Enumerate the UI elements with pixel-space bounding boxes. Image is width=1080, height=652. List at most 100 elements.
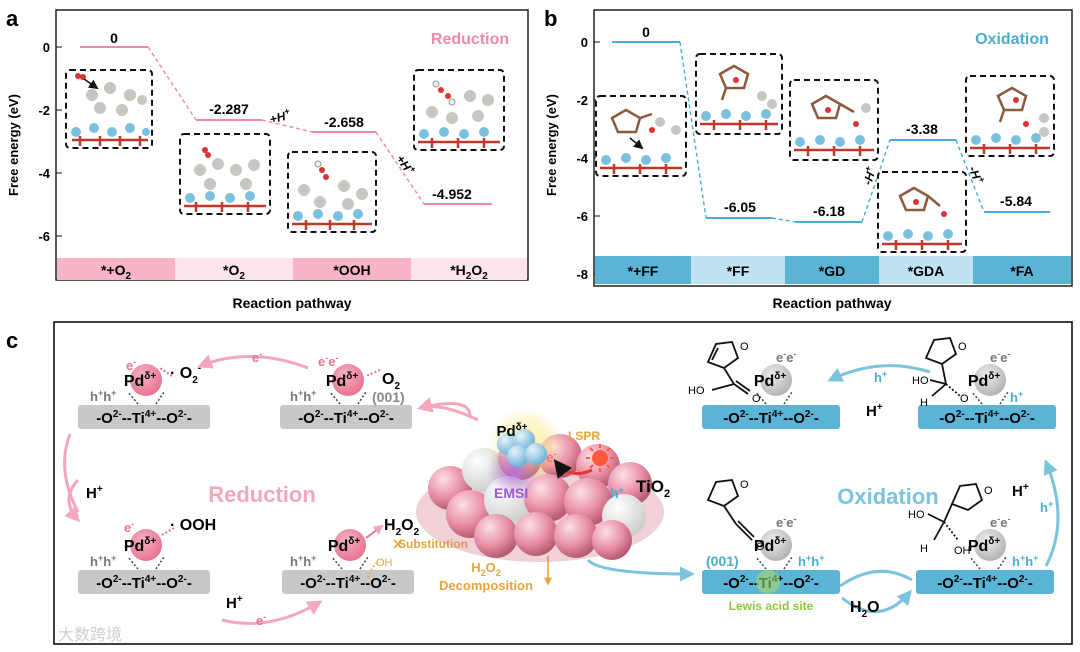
proton-label: +H+ bbox=[393, 151, 419, 178]
svg-text:HO: HO bbox=[688, 385, 705, 397]
panel-a-ytick: 0 bbox=[43, 40, 50, 55]
svg-text:h+h+: h+h+ bbox=[798, 553, 824, 569]
svg-text:h+h+: h+h+ bbox=[90, 553, 116, 569]
svg-text:e-e-: e-e- bbox=[318, 353, 338, 369]
panel-b: b 0 -2 -4 -6 -8 Free energy (eV) Reactio… bbox=[544, 6, 1072, 311]
svg-text:e-: e- bbox=[124, 519, 134, 535]
svg-text:e-: e- bbox=[256, 612, 266, 628]
oxidation-label: Oxidation bbox=[837, 484, 938, 509]
svg-text:H: H bbox=[920, 543, 928, 555]
svg-text:-O2---Ti4+--O2--: -O2---Ti4+--O2-- bbox=[96, 409, 192, 427]
svg-text:-O2---Ti4+--O2--: -O2---Ti4+--O2-- bbox=[300, 574, 396, 592]
reduction-site-1: -O2---Ti4+--O2-- Pdδ+ e- h+h+ · O2- bbox=[78, 357, 210, 429]
energy-label: -6.05 bbox=[724, 199, 756, 215]
structure-box bbox=[288, 152, 376, 232]
step-label: *+FF bbox=[628, 263, 659, 279]
panel-a-ytick: -2 bbox=[38, 103, 50, 118]
step-label: *FA bbox=[1010, 263, 1033, 279]
svg-text:H: H bbox=[920, 397, 928, 409]
structure-box bbox=[180, 134, 270, 214]
panel-b-ytick: -6 bbox=[576, 209, 588, 224]
panel-a-letter: a bbox=[6, 6, 19, 31]
oxidation-site-3: -O2---Ti4+--O2-- Pdδ+ e-e- h+h+ (001) Le… bbox=[702, 479, 840, 613]
energy-label: -2.287 bbox=[209, 101, 249, 117]
svg-text:-O2---Ti4+--O2--: -O2---Ti4+--O2-- bbox=[939, 409, 1035, 427]
panel-b-letter: b bbox=[544, 6, 557, 31]
proton-label: H+ bbox=[86, 484, 103, 502]
lewis-site-highlight bbox=[756, 570, 780, 594]
svg-text:O: O bbox=[752, 393, 761, 405]
panel-b-ytick: -4 bbox=[576, 151, 588, 166]
oxidation-site-1: -O2---Ti4+--O2-- Pdδ+ e-e- O HO O bbox=[688, 341, 840, 429]
energy-label: 0 bbox=[642, 24, 650, 40]
panel-a-title: Reduction bbox=[431, 31, 509, 48]
svg-text:OH: OH bbox=[376, 557, 393, 569]
structure-box bbox=[414, 70, 504, 150]
oxidation-site-2: -O2---Ti4+--O2-- Pdδ+ e-e- h+ O HO H O bbox=[912, 338, 1056, 429]
proton-label: H+ bbox=[866, 402, 883, 420]
reduction-label: Reduction bbox=[208, 482, 316, 507]
structure-box bbox=[66, 70, 152, 148]
svg-text:h+h+: h+h+ bbox=[90, 388, 116, 404]
panel-c: c -O2---Ti4+--O2-- Pdδ+ e- h+h+ · O2- -O… bbox=[6, 322, 1072, 644]
svg-text:O: O bbox=[960, 393, 969, 405]
panel-a: a 0 -2 -4 -6 Free energy (eV) Reaction p… bbox=[6, 6, 528, 311]
panel-a-ytick: -6 bbox=[38, 229, 50, 244]
svg-text:H2O2: H2O2 bbox=[471, 560, 501, 578]
svg-text:O: O bbox=[756, 541, 765, 553]
svg-text:HO: HO bbox=[908, 509, 925, 521]
svg-text:h+: h+ bbox=[874, 369, 887, 385]
energy-label: -4.952 bbox=[432, 186, 472, 202]
svg-text:OH: OH bbox=[954, 545, 971, 557]
panel-c-letter: c bbox=[6, 328, 18, 353]
svg-text:H2O2: H2O2 bbox=[384, 517, 420, 538]
svg-text:e-e-: e-e- bbox=[990, 349, 1010, 365]
proton-label: -H+ bbox=[858, 164, 879, 187]
lspr-label: LSPR bbox=[568, 429, 600, 443]
svg-text:· OOH: · OOH bbox=[170, 517, 216, 534]
svg-text:· O2-: · O2- bbox=[170, 363, 201, 386]
svg-text:e-: e- bbox=[252, 349, 262, 365]
svg-text:h+: h+ bbox=[1010, 389, 1023, 405]
step-label: *OOH bbox=[333, 262, 370, 278]
proton-label: H+ bbox=[1012, 482, 1029, 500]
svg-text:HO: HO bbox=[912, 375, 929, 387]
step-label: *FF bbox=[727, 263, 750, 279]
svg-text:O: O bbox=[740, 479, 749, 491]
tio2-particle bbox=[416, 408, 664, 562]
svg-text:-O2---Ti4+--O2--: -O2---Ti4+--O2-- bbox=[723, 409, 819, 427]
proton-label: -H+ bbox=[966, 163, 988, 186]
facet-label: (001) bbox=[706, 553, 739, 569]
decomposition-label: Decomposition bbox=[439, 578, 533, 593]
energy-label: -3.38 bbox=[906, 121, 938, 137]
svg-text:O: O bbox=[740, 341, 749, 353]
svg-text:-O2---Ti4+--O2--: -O2---Ti4+--O2-- bbox=[96, 574, 192, 592]
panel-a-yticks: 0 -2 -4 -6 bbox=[38, 40, 62, 244]
svg-text:-O2---Ti4+--O2--: -O2---Ti4+--O2-- bbox=[298, 409, 394, 427]
svg-text:h+h+: h+h+ bbox=[290, 553, 316, 569]
panel-b-ylabel: Free energy (eV) bbox=[544, 94, 559, 196]
svg-text:h+: h+ bbox=[1040, 499, 1053, 515]
panel-b-xlabel: Reaction pathway bbox=[772, 295, 891, 311]
structure-box bbox=[966, 76, 1054, 156]
reduction-site-3: -O2---Ti4+--O2-- Pdδ+ e- h+h+ · OOH bbox=[78, 517, 216, 594]
panel-a-ytick: -4 bbox=[38, 166, 50, 181]
panel-b-title: Oxidation bbox=[975, 31, 1049, 48]
structure-box bbox=[878, 172, 966, 252]
step-label: *GD bbox=[819, 263, 845, 279]
proton-label: H+ bbox=[226, 594, 243, 612]
energy-label: 0 bbox=[110, 30, 118, 46]
proton-label: +H+ bbox=[268, 106, 293, 127]
svg-text:e-e-: e-e- bbox=[990, 514, 1010, 530]
svg-text:-O2---Ti4+--O2--: -O2---Ti4+--O2-- bbox=[937, 574, 1033, 592]
panel-a-ylabel: Free energy (eV) bbox=[6, 94, 21, 196]
arrow bbox=[588, 560, 692, 574]
lewis-label: Lewis acid site bbox=[729, 599, 814, 613]
panel-b-ytick: -8 bbox=[576, 267, 588, 282]
structure-box bbox=[696, 54, 782, 134]
structure-box bbox=[596, 96, 686, 176]
step-label: *GDA bbox=[908, 263, 945, 279]
panel-b-ytick: 0 bbox=[581, 35, 588, 50]
energy-label: -2.658 bbox=[324, 114, 364, 130]
